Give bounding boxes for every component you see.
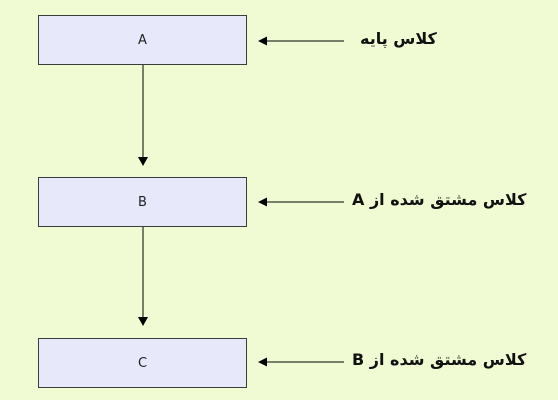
arrowhead-a-to-b	[138, 157, 148, 166]
class-box-b: B	[38, 177, 247, 227]
class-box-a-label: A	[138, 32, 147, 48]
class-box-c: C	[38, 338, 247, 388]
pointer-b-head	[258, 197, 267, 207]
arrowhead-b-to-c	[138, 317, 148, 326]
derived-from-a-label: کلاس مشتق شده از A	[352, 190, 527, 209]
derived-from-b-label: کلاس مشتق شده از B	[352, 350, 527, 369]
pointer-c-head	[258, 357, 267, 367]
class-box-b-label: B	[138, 194, 147, 210]
pointer-a-head	[258, 36, 267, 46]
base-class-label: کلاس پایه	[360, 29, 437, 48]
class-box-c-label: C	[137, 355, 148, 371]
class-box-a: A	[38, 15, 247, 65]
